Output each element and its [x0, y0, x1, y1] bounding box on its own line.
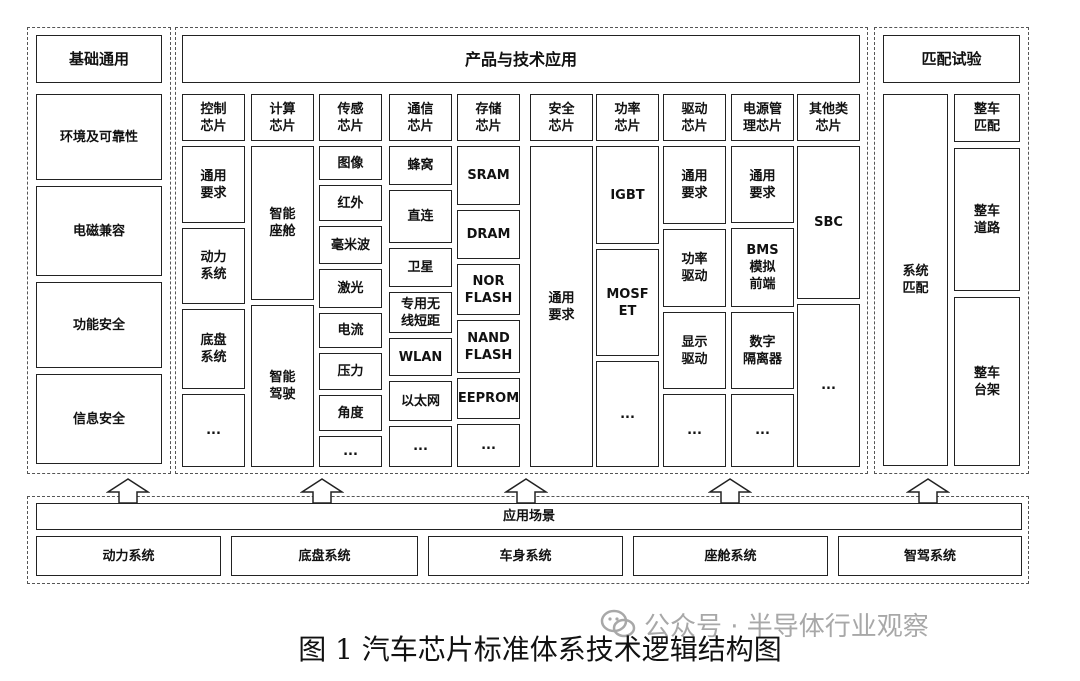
chip-subcategory-cell: 压力 [319, 353, 382, 390]
middle-section-frame [175, 27, 868, 474]
chip-subcategory-cell: 激光 [319, 269, 382, 308]
chip-subcategory-cell: ... [663, 394, 726, 467]
chip-subcategory-cell: NOR FLASH [457, 264, 520, 315]
chip-subcategory-cell: 智能 座舱 [251, 146, 314, 300]
left-title: 基础通用 [36, 35, 162, 83]
chip-subcategory-cell: EEPROM [457, 378, 520, 419]
chip-subcategory-cell: IGBT [596, 146, 659, 244]
chip-subcategory-cell: 直连 [389, 190, 452, 243]
bottom-item-5: 智驾系统 [838, 536, 1022, 576]
chip-subcategory-cell: DRAM [457, 210, 520, 259]
chip-subcategory-cell: MOSF ET [596, 249, 659, 356]
chip-subcategory-cell: 专用无 线短距 [389, 292, 452, 333]
figure-caption: 图 1 汽车芯片标准体系技术逻辑结构图 [298, 633, 782, 666]
chip-subcategory-cell: 动力 系统 [182, 228, 245, 304]
chip-subcategory-cell: ... [319, 436, 382, 467]
bottom-item-1: 动力系统 [36, 536, 221, 576]
chip-subcategory-cell: ... [457, 424, 520, 467]
chip-subcategory-cell: 通用 要求 [530, 146, 593, 467]
left-item-3: 功能安全 [36, 282, 162, 368]
chip-category-header: 安全 芯片 [530, 94, 593, 141]
chip-category-header: 控制 芯片 [182, 94, 245, 141]
up-arrow-icon [300, 478, 344, 504]
chip-subcategory-cell: 卫星 [389, 248, 452, 287]
chip-subcategory-cell: 毫米波 [319, 226, 382, 264]
chip-subcategory-cell: 通用 要求 [663, 146, 726, 224]
chip-subcategory-cell: 以太网 [389, 381, 452, 421]
left-section-frame [27, 27, 171, 474]
chip-subcategory-cell: 数字 隔离器 [731, 312, 794, 389]
left-item-1: 环境及可靠性 [36, 94, 162, 180]
chip-category-header: 电源管 理芯片 [731, 94, 794, 141]
up-arrow-icon [906, 478, 950, 504]
up-arrow-icon [106, 478, 150, 504]
right-section-frame [874, 27, 1029, 474]
chip-subcategory-cell: 底盘 系统 [182, 309, 245, 389]
chip-subcategory-cell: WLAN [389, 338, 452, 376]
watermark-text: 公众号 · 半导体行业观察 [644, 611, 929, 642]
chip-subcategory-cell: ... [389, 426, 452, 467]
right-item-3: 整车 台架 [954, 297, 1020, 466]
watermark: 公众号 · 半导体行业观察 [600, 604, 1070, 644]
chip-subcategory-cell: BMS 模拟 前端 [731, 228, 794, 307]
chip-category-header: 功率 芯片 [596, 94, 659, 141]
right-item-1: 整车 匹配 [954, 94, 1020, 142]
right-system-match: 系统 匹配 [883, 94, 948, 466]
left-item-4: 信息安全 [36, 374, 162, 464]
chip-subcategory-cell: SRAM [457, 146, 520, 205]
chip-subcategory-cell: 角度 [319, 395, 382, 431]
chip-category-header: 其他类 芯片 [797, 94, 860, 141]
chip-subcategory-cell: 电流 [319, 313, 382, 348]
chip-subcategory-cell: 通用 要求 [182, 146, 245, 223]
bottom-item-4: 座舱系统 [633, 536, 828, 576]
chip-category-header: 计算 芯片 [251, 94, 314, 141]
chip-category-header: 通信 芯片 [389, 94, 452, 141]
chip-subcategory-cell: ... [182, 394, 245, 467]
chip-subcategory-cell: 功率 驱动 [663, 229, 726, 307]
chip-subcategory-cell: 显示 驱动 [663, 312, 726, 389]
chip-subcategory-cell: 图像 [319, 146, 382, 180]
chip-subcategory-cell: ... [731, 394, 794, 467]
chip-subcategory-cell: 通用 要求 [731, 146, 794, 223]
up-arrow-icon [708, 478, 752, 504]
bottom-item-2: 底盘系统 [231, 536, 418, 576]
chip-subcategory-cell: 红外 [319, 185, 382, 221]
middle-title: 产品与技术应用 [182, 35, 860, 83]
chip-category-header: 传感 芯片 [319, 94, 382, 141]
chip-subcategory-cell: 智能 驾驶 [251, 305, 314, 467]
chip-subcategory-cell: ... [797, 304, 860, 467]
chip-subcategory-cell: 蜂窝 [389, 146, 452, 185]
bottom-item-3: 车身系统 [428, 536, 623, 576]
bottom-title: 应用场景 [36, 503, 1022, 530]
right-title: 匹配试验 [883, 35, 1020, 83]
chip-category-header: 驱动 芯片 [663, 94, 726, 141]
right-item-2: 整车 道路 [954, 148, 1020, 291]
chip-subcategory-cell: ... [596, 361, 659, 467]
chip-category-header: 存储 芯片 [457, 94, 520, 141]
up-arrow-icon [504, 478, 548, 504]
chip-subcategory-cell: NAND FLASH [457, 320, 520, 373]
chip-subcategory-cell: SBC [797, 146, 860, 299]
left-item-2: 电磁兼容 [36, 186, 162, 276]
wechat-icon [600, 609, 636, 638]
